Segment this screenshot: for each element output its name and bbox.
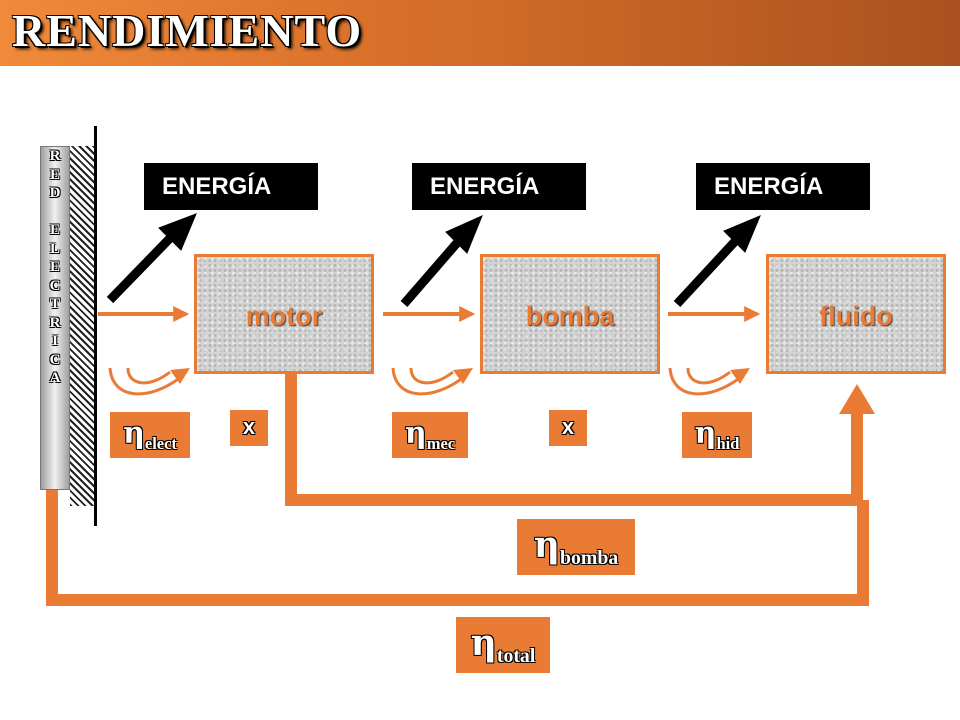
red-electrica-column: R E D E L E C T R I C A (40, 146, 70, 490)
red-letter: C (49, 351, 61, 368)
ground-hatch (70, 146, 96, 506)
block-fluido: fluido (766, 254, 946, 374)
red-letter: R (49, 314, 61, 331)
block-label: motor (245, 301, 323, 331)
energy-loss-arrows (106, 213, 761, 308)
red-letter: R (49, 148, 61, 164)
eta-symbol: η (470, 622, 497, 664)
eta-elect-label: ηelect (110, 412, 190, 458)
energy-label-motor: ENERGÍA (144, 163, 318, 210)
red-letter: D (49, 185, 61, 201)
up-arrow-head (839, 384, 875, 414)
total-efficiency-loop (46, 490, 869, 606)
eta-bomba-label: ηbomba (517, 519, 635, 575)
eta-symbol: η (404, 416, 427, 451)
eta-symbol: η (533, 524, 560, 566)
block-bomba: bomba (480, 254, 660, 374)
energy-label-fluido: ENERGÍA (696, 163, 870, 210)
red-letter: L (49, 240, 60, 257)
wall-line (94, 126, 97, 526)
energy-label-bomba: ENERGÍA (412, 163, 586, 210)
eta-mec-label: ηmec (392, 412, 468, 458)
eta-subscript: mec (426, 433, 456, 453)
curved-loss-arrows (108, 367, 750, 396)
title-bar: RENDIMIENTO (0, 0, 960, 66)
block-label: fluido (819, 301, 893, 331)
eta-subscript: hid (716, 433, 740, 453)
red-letter: I (52, 333, 58, 349)
eta-total-label: ηtotal (456, 617, 550, 673)
eta-subscript: elect (144, 433, 177, 453)
eta-subscript: total (496, 644, 536, 667)
multiply-sign: x (230, 410, 268, 446)
eta-subscript: bomba (559, 546, 619, 569)
red-letter: C (49, 277, 61, 294)
red-letter: E (49, 259, 60, 275)
red-letter: A (49, 370, 61, 386)
multiply-sign: x (549, 410, 587, 446)
block-label: bomba (525, 301, 615, 331)
red-letter: E (49, 222, 60, 238)
bomba-efficiency-loop (285, 374, 863, 506)
red-letter: T (49, 296, 60, 312)
eta-hid-label: ηhid (682, 412, 752, 458)
eta-symbol: η (694, 416, 717, 451)
eta-symbol: η (123, 416, 145, 451)
block-motor: motor (194, 254, 374, 374)
red-letter: E (49, 166, 60, 183)
slide-title: RENDIMIENTO (12, 5, 363, 56)
